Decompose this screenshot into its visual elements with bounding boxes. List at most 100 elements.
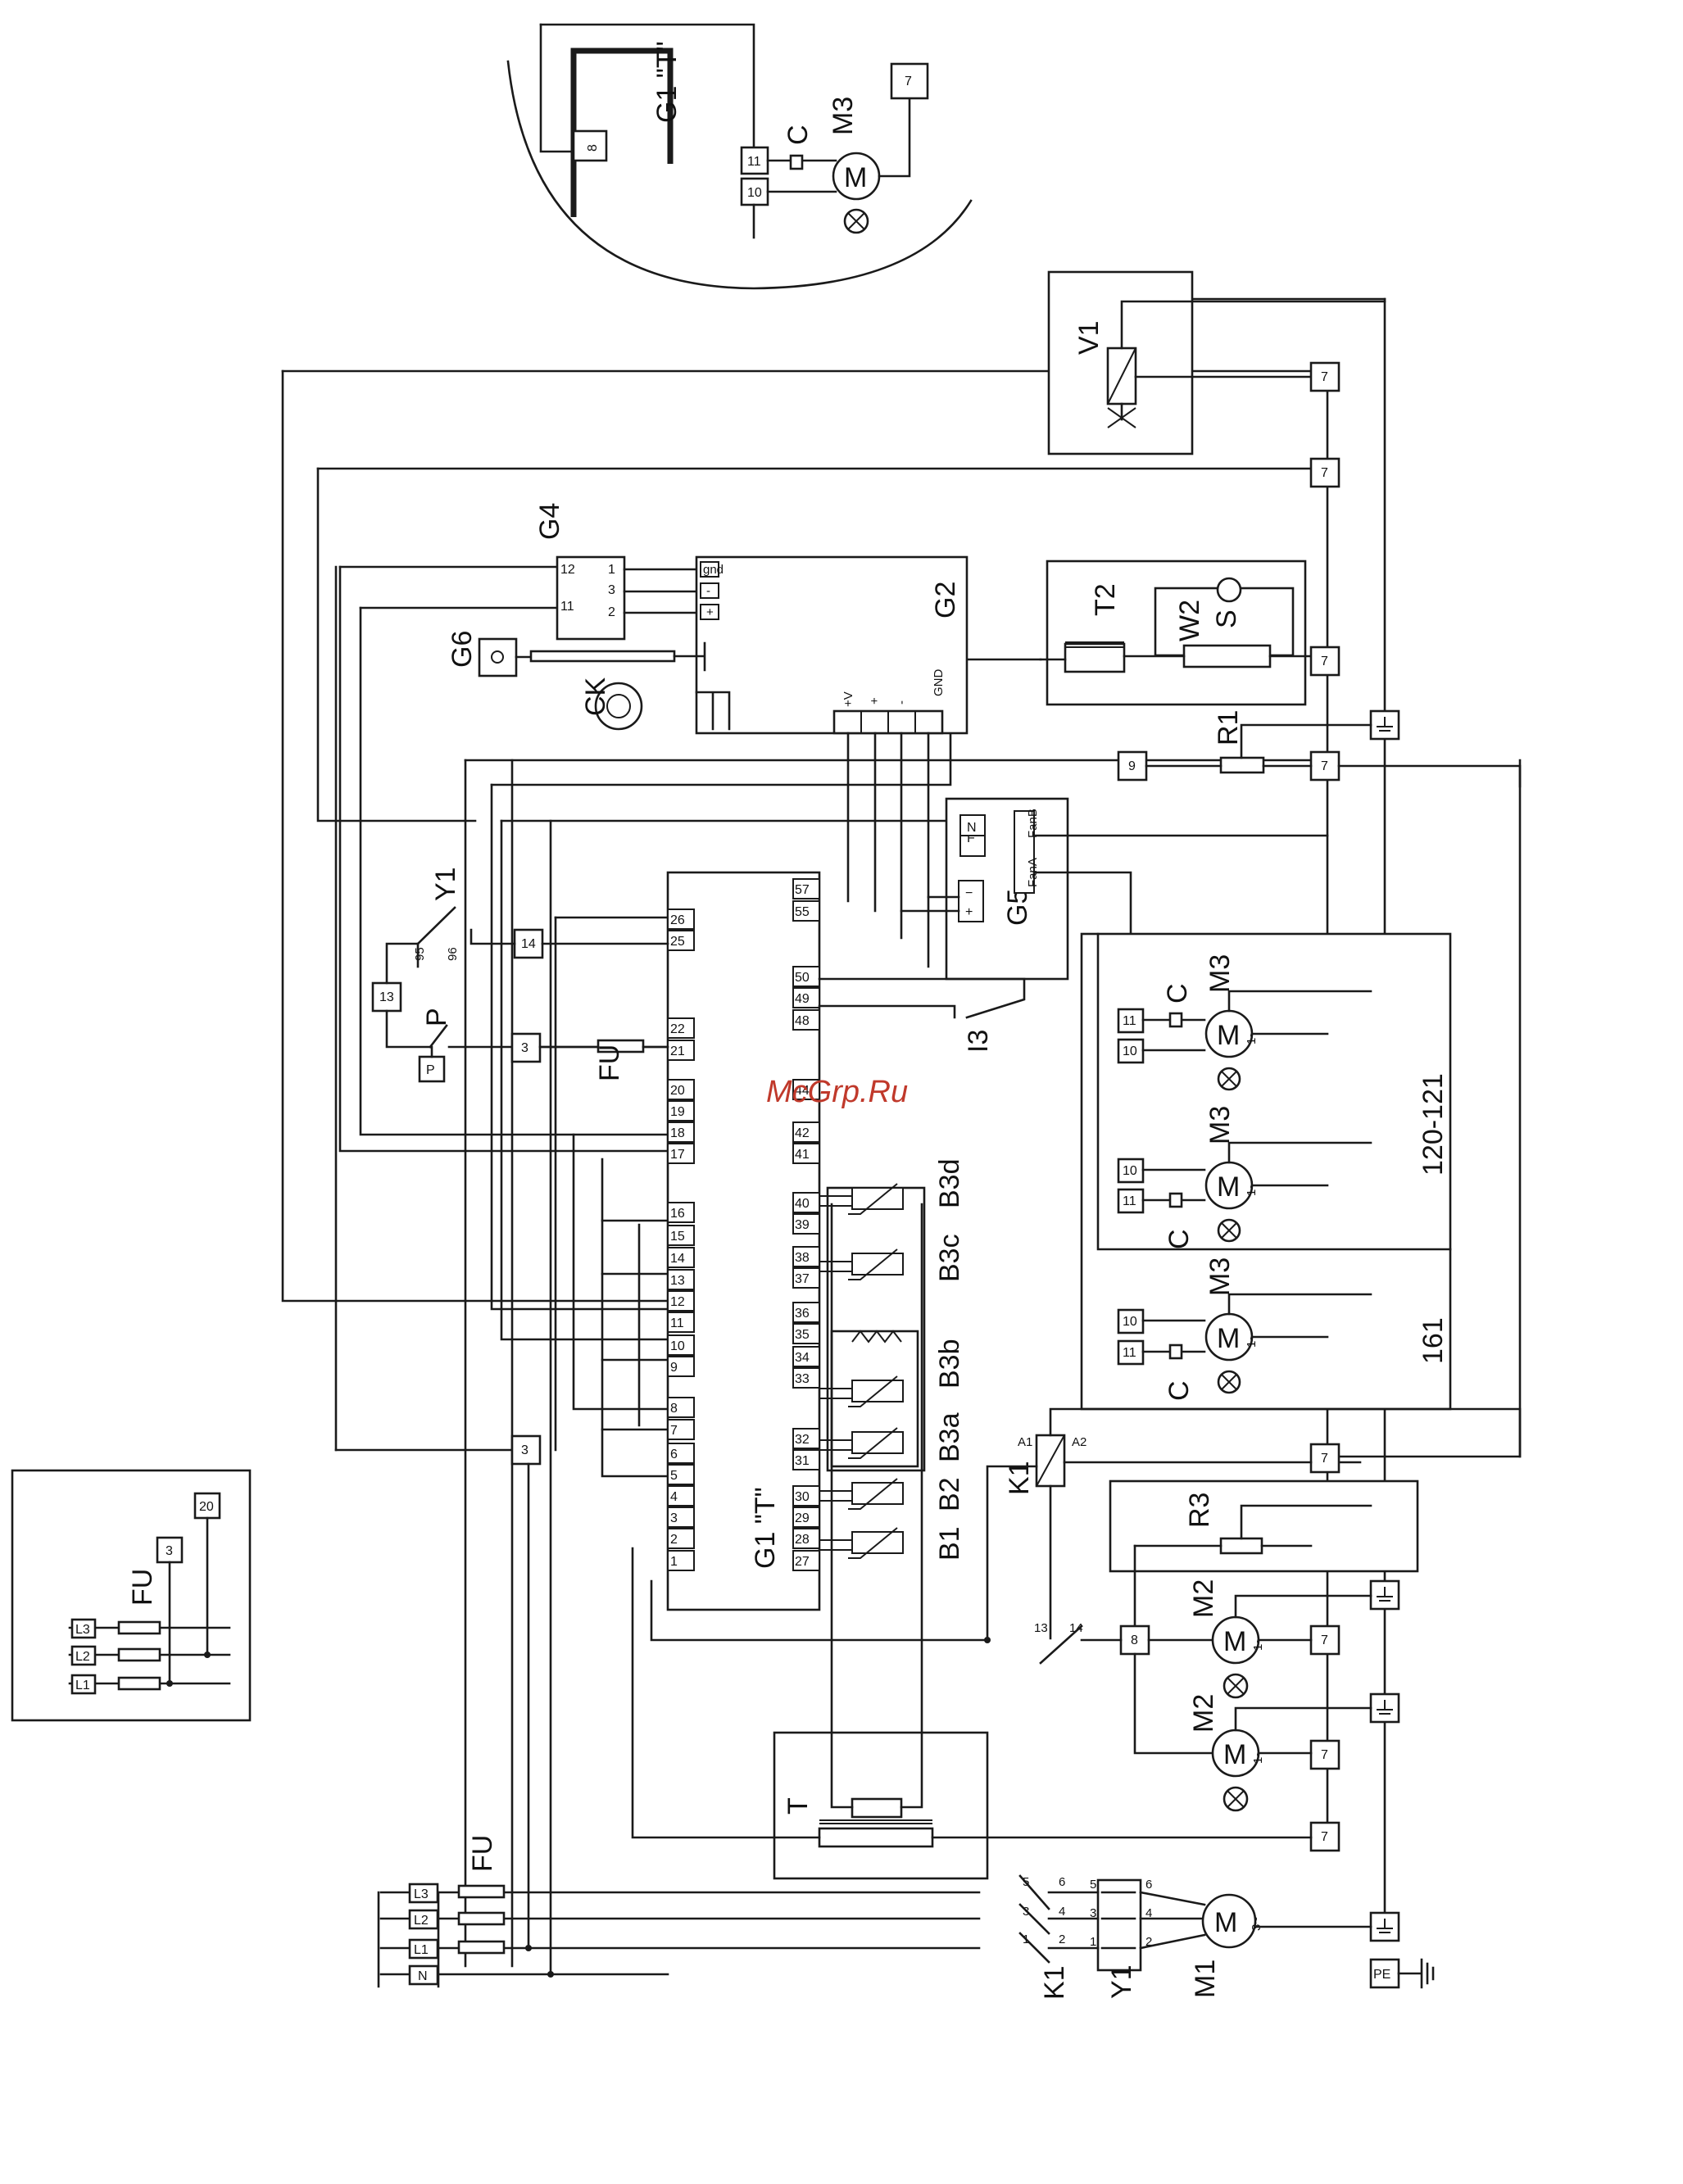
board-right-pin — [792, 1079, 820, 1100]
left-fuse-l1 — [117, 1676, 161, 1691]
board-right-pin — [792, 1302, 820, 1323]
svg-text:11: 11 — [747, 155, 761, 169]
svg-text:P: P — [426, 1063, 435, 1077]
left-l3-terminal — [70, 1618, 97, 1639]
board-right-pin — [792, 878, 820, 899]
board-left-pin-label: 7 — [670, 1424, 678, 1438]
board-left-pin-label: 22 — [670, 1022, 685, 1036]
board-right-pin-label: 32 — [795, 1433, 810, 1447]
svg-text:9: 9 — [1128, 759, 1136, 773]
fu-main-label: FU — [467, 1835, 498, 1872]
probe-ntc-slash — [848, 1183, 898, 1215]
g6-electrode — [478, 637, 518, 677]
l3-terminal — [408, 1883, 439, 1904]
inset-terminal-11 — [740, 146, 769, 175]
m3-motor-label: M3 — [1204, 1257, 1236, 1296]
svg-text:3: 3 — [166, 1544, 173, 1558]
top-inset: 8 G1 "T" 11 10 C M M3 7 — [506, 23, 973, 290]
m3-motor-phase: 1~ — [1245, 1031, 1259, 1044]
m1-motor — [1201, 1893, 1257, 1949]
m3-terminal — [1117, 1158, 1145, 1184]
svg-text:14: 14 — [521, 937, 536, 951]
group-161-label: 161 — [1418, 1317, 1449, 1364]
g2-module — [695, 555, 969, 735]
board-left-pin — [667, 1419, 695, 1440]
svg-text:N: N — [967, 821, 977, 835]
probe-ntc-symbol — [851, 1531, 904, 1554]
board-left-pin-label: 9 — [670, 1361, 678, 1375]
svg-text:7: 7 — [1321, 759, 1328, 773]
probe-group: B3d B3c B3b B3a B2 B1 — [819, 1159, 965, 1561]
board-left-pin — [667, 1202, 695, 1223]
svg-text:1~: 1~ — [1251, 1750, 1265, 1764]
board-right-pin — [792, 1346, 820, 1367]
board-right-pin — [792, 1323, 820, 1344]
m3-fan-blades — [1221, 1222, 1237, 1239]
ck-label: CK — [580, 677, 611, 716]
board-left-pin — [667, 1290, 695, 1312]
g6-label: G6 — [447, 631, 478, 668]
y1-top-label: Y1 — [430, 867, 461, 901]
board-right-pin — [792, 1267, 820, 1289]
board-right-pin-label: 48 — [795, 1014, 810, 1028]
board-left-pin — [667, 930, 695, 951]
svg-text:8: 8 — [586, 144, 600, 152]
v1-valve-group: V1 — [1047, 270, 1386, 455]
terminal-7-c — [1309, 646, 1341, 677]
g5-label: G5 — [1002, 889, 1033, 926]
board-right-pin — [792, 1428, 820, 1449]
r3-box — [1109, 1479, 1419, 1573]
svg-text:M: M — [1214, 1907, 1237, 1938]
m3-capacitor — [1168, 1012, 1183, 1028]
svg-text:M2: M2 — [1188, 1694, 1219, 1733]
probe-ntc-symbol — [851, 1380, 904, 1402]
m1-label: M1 — [1190, 1960, 1221, 1998]
board-left-pin — [667, 908, 695, 930]
probe-symbols — [819, 1183, 904, 1559]
board-right-pin — [792, 1213, 820, 1235]
svg-text:6: 6 — [1059, 1875, 1065, 1889]
m3-supply-wires — [1227, 990, 1372, 1035]
svg-text:4: 4 — [1145, 1906, 1152, 1920]
g5-dc-terminal — [958, 880, 984, 922]
svg-text:+: + — [868, 697, 882, 705]
board-right-pin-label: 39 — [795, 1218, 810, 1232]
g5-group: G5 F N − + FanA FanB — [900, 797, 1329, 1009]
group-120-121-label: 120-121 — [1418, 1073, 1449, 1176]
probe-ntc-symbol — [851, 1253, 904, 1276]
g4-label: G4 — [534, 503, 565, 540]
terminal-7-g — [1309, 1624, 1341, 1656]
svg-text:3: 3 — [521, 1443, 528, 1457]
board-left-pin — [667, 1397, 695, 1418]
m3-terminal-label: 11 — [1123, 1194, 1136, 1208]
board-left-pin-label: 13 — [670, 1274, 685, 1288]
m3-motor-phase: 1~ — [1245, 1182, 1259, 1196]
g1t-top-label: G1 "T" — [651, 41, 683, 123]
board-left-pin-label: 4 — [670, 1490, 678, 1504]
terminal-7-a — [1309, 361, 1341, 392]
p-label: P — [421, 1008, 452, 1026]
svg-text:F: F — [967, 831, 975, 845]
board-right-pin — [792, 1009, 820, 1031]
m3-fan-blades — [1221, 1374, 1237, 1390]
svg-text:5: 5 — [1090, 1878, 1096, 1892]
svg-text:3: 3 — [521, 1041, 528, 1055]
m3-terminal — [1117, 1038, 1145, 1064]
g1t-main-label: G1 "T" — [750, 1487, 781, 1569]
svg-text:2: 2 — [608, 605, 615, 619]
probe-wire — [819, 1195, 852, 1207]
probe-ntc-slash — [848, 1527, 898, 1559]
b3d-label: B3d — [934, 1159, 965, 1209]
board-left-pin — [667, 1225, 695, 1246]
svg-text:M: M — [1223, 1626, 1246, 1657]
r3-resistor — [1219, 1537, 1263, 1555]
svg-text:-: - — [895, 700, 909, 705]
fu-left-label: FU — [127, 1569, 158, 1606]
svg-text:A1: A1 — [1018, 1435, 1032, 1449]
svg-text:M: M — [844, 162, 867, 193]
board-right-pin — [792, 1507, 820, 1528]
fu-main-fuse-l1 — [457, 1940, 506, 1955]
board-right-pin — [792, 1246, 820, 1267]
probe-ntc-symbol — [851, 1431, 904, 1454]
